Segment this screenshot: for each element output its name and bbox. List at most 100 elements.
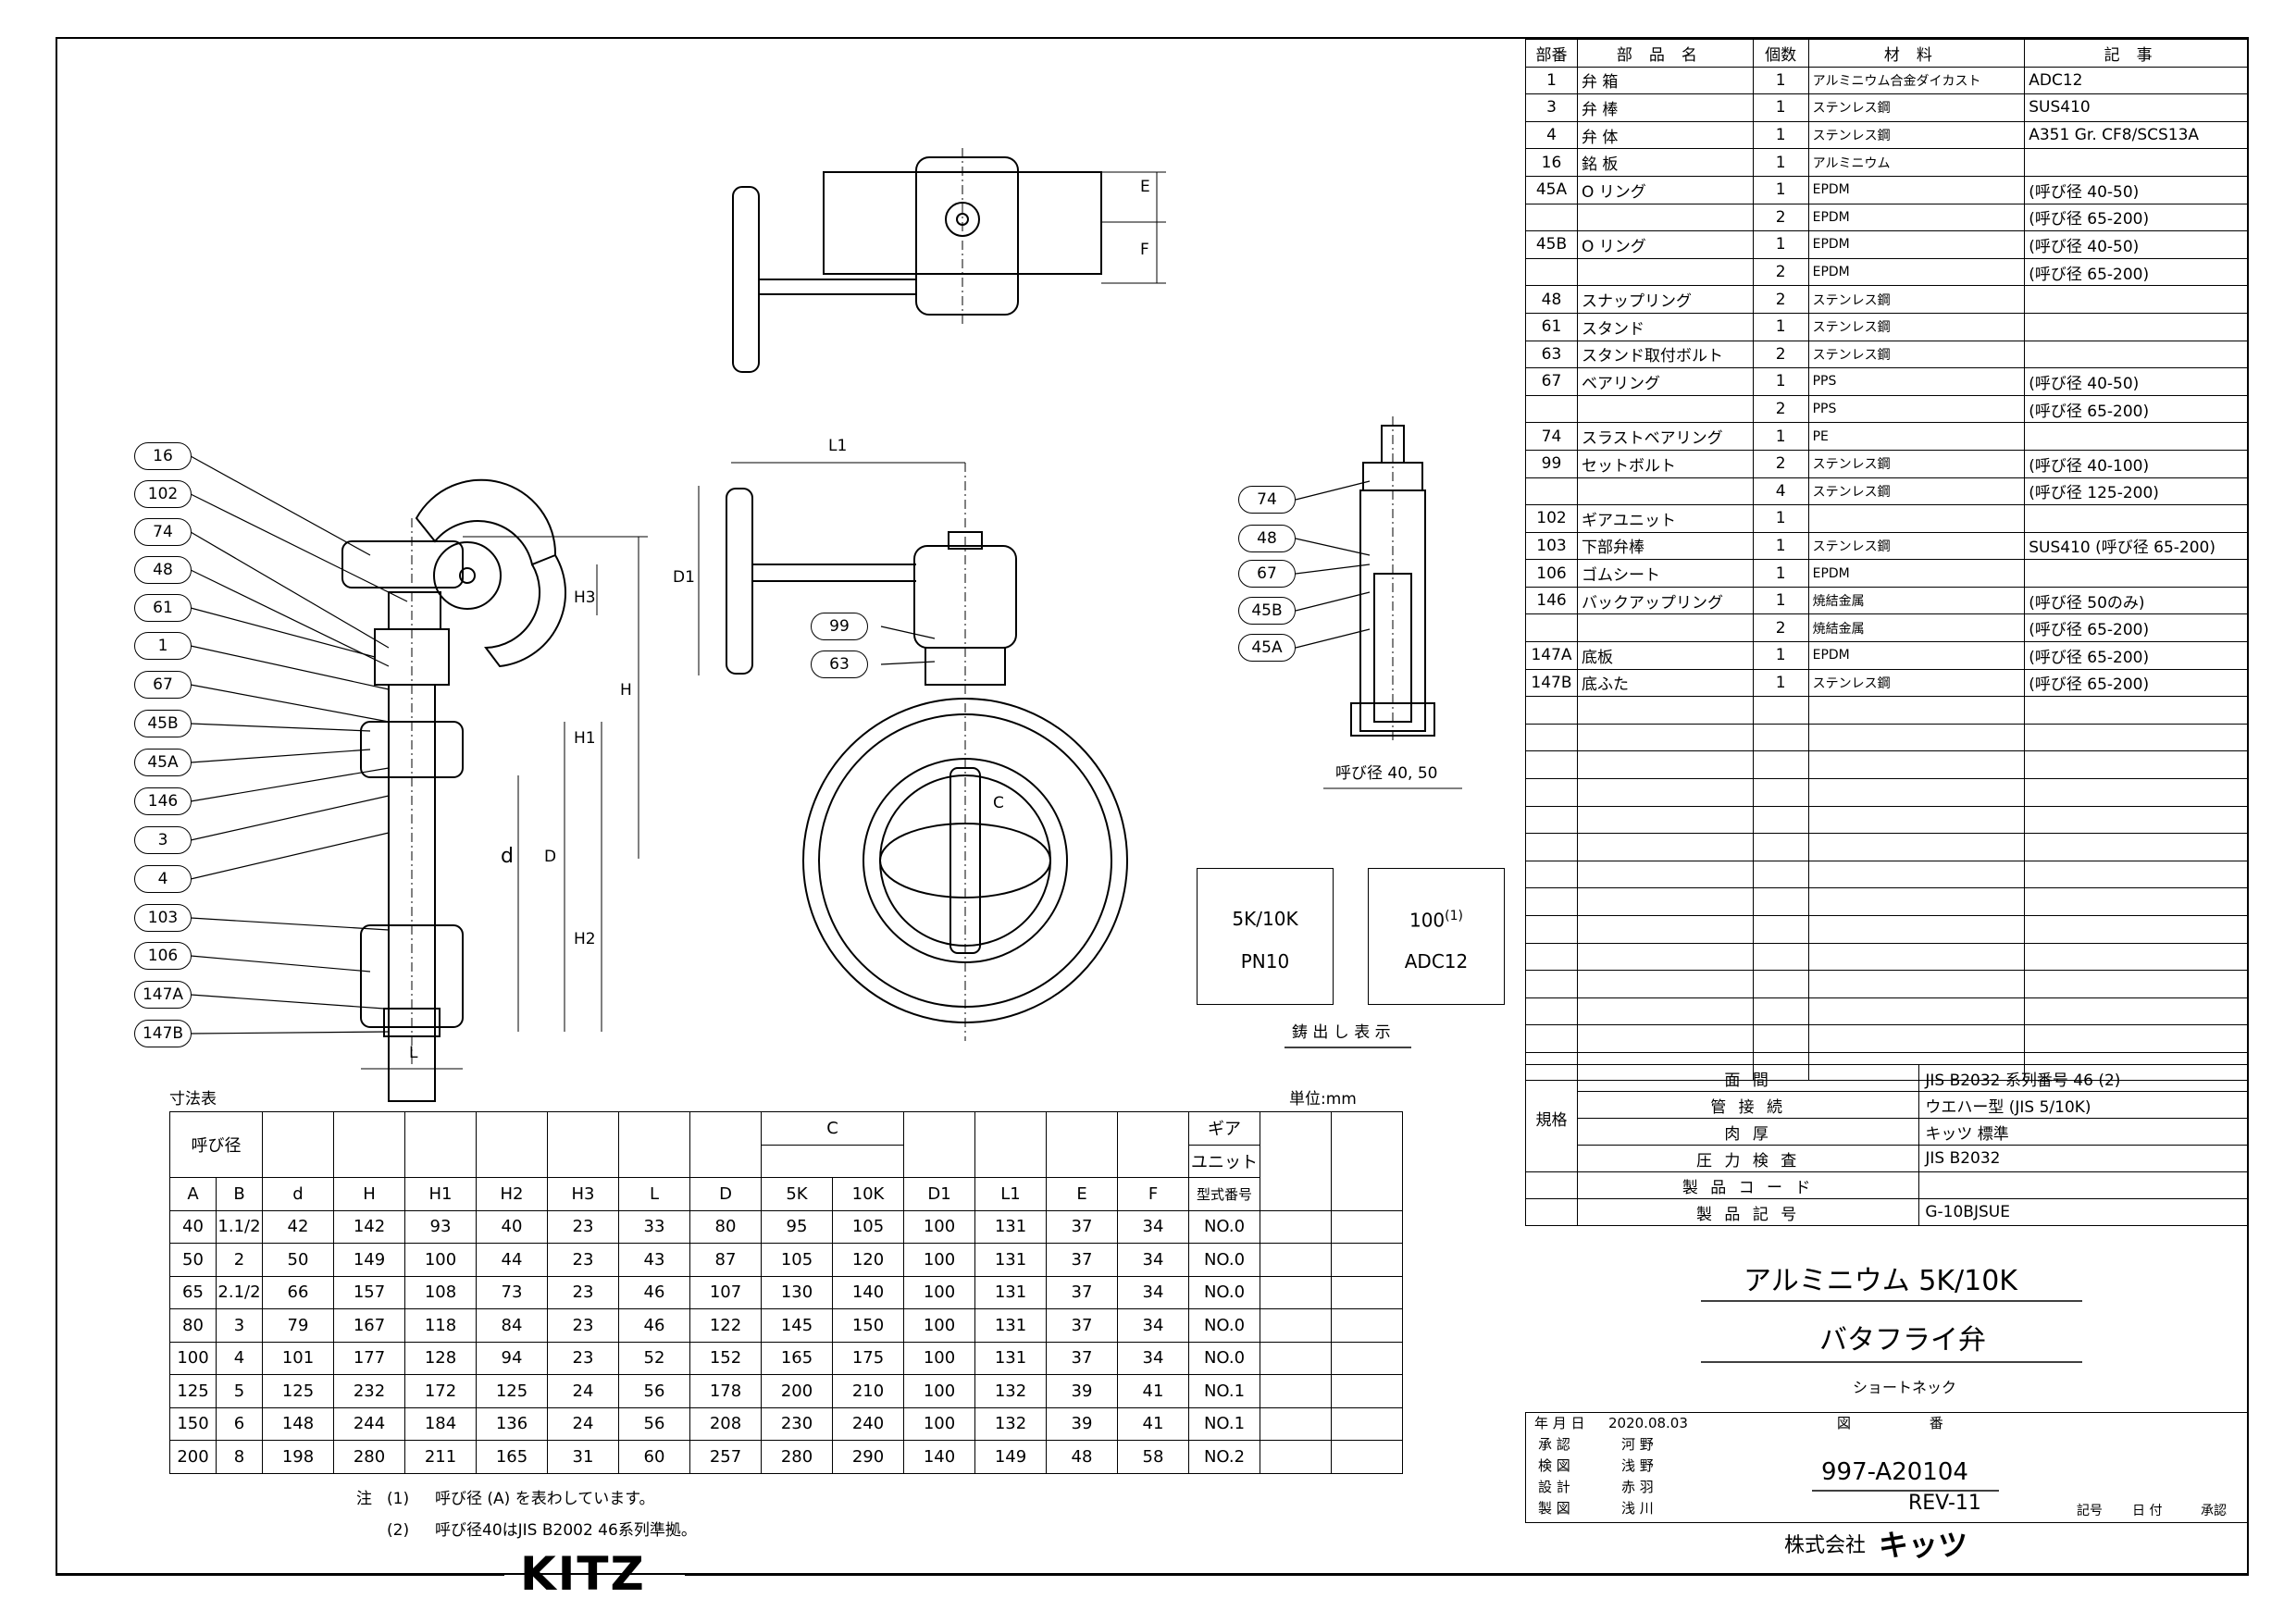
- dim-cell: 157: [333, 1275, 405, 1309]
- parts-cell: ステンレス鋼: [1807, 531, 2026, 561]
- dim-cell: 178: [689, 1374, 762, 1408]
- col-header: H3: [547, 1177, 619, 1211]
- parts-cell: スタンド取付ボルト: [1576, 340, 1754, 369]
- marking-text: PN10: [1240, 950, 1290, 973]
- dim-cell: 131: [974, 1275, 1047, 1309]
- callout-bubble: 45B: [1238, 597, 1296, 625]
- dim-label-H1: H1: [574, 729, 596, 748]
- col-header: d: [262, 1177, 334, 1211]
- col-header: D: [689, 1177, 762, 1211]
- parts-cell: [1807, 778, 2026, 807]
- dim-label-H2: H2: [574, 930, 596, 948]
- marking-caption: 鋳 出 し 表 示: [1292, 1023, 1391, 1042]
- dim-label-D: D: [544, 848, 557, 866]
- role: 検 図: [1538, 1457, 1570, 1474]
- dim-cell: 230: [761, 1406, 833, 1441]
- dim-cell: 100: [903, 1308, 975, 1343]
- dim-cell: 60: [618, 1440, 690, 1474]
- callout-bubble: 3: [134, 826, 192, 854]
- dim-cell: 37: [1046, 1341, 1118, 1375]
- col-header: H1: [404, 1177, 477, 1211]
- dim-cell: 244: [333, 1406, 405, 1441]
- dim-cell: 200: [169, 1440, 217, 1474]
- note-num: (2): [387, 1521, 410, 1540]
- dim-cell-empty: [1260, 1243, 1332, 1277]
- dim-cell: 198: [262, 1440, 334, 1474]
- spec-group-label: 規格: [1525, 1064, 1578, 1172]
- parts-cell: 焼結金属: [1807, 613, 2026, 643]
- parts-cell: EPDM: [1807, 175, 2026, 204]
- parts-cell: 61: [1525, 312, 1578, 341]
- dim-cell-empty: [1331, 1406, 1403, 1441]
- callout-bubble: 63: [811, 650, 868, 678]
- dim-cell: 101: [262, 1341, 334, 1375]
- dim-cell: 128: [404, 1341, 477, 1375]
- parts-cell: [2024, 970, 2249, 998]
- spec-label: 肉 厚: [1576, 1118, 1920, 1146]
- parts-cell: EPDM: [1807, 257, 2026, 287]
- parts-cell: アルミニウム: [1807, 148, 2026, 177]
- date: 2020.08.03: [1608, 1415, 1688, 1431]
- dim-label-C: C: [993, 794, 1004, 812]
- parts-cell: EPDM: [1807, 230, 2026, 259]
- dim-cell: 41: [1117, 1374, 1189, 1408]
- parts-cell: [1576, 860, 1754, 889]
- parts-cell: [2024, 422, 2249, 451]
- dim-cell-empty: [1331, 1243, 1403, 1277]
- dim-cell: 100: [903, 1209, 975, 1244]
- dim-cell: 80: [169, 1308, 217, 1343]
- parts-cell: スタンド: [1576, 312, 1754, 341]
- parts-cell: 45A: [1525, 175, 1578, 204]
- dim-cell: 100: [903, 1243, 975, 1277]
- parts-cell: [1525, 942, 1578, 972]
- parts-cell: [1576, 942, 1754, 972]
- note-text: 呼び径40はJIS B2002 46系列準拠。: [435, 1521, 697, 1540]
- parts-cell: SUS410: [2024, 93, 2249, 122]
- leader-lines: [190, 455, 1371, 1035]
- parts-cell: 63: [1525, 340, 1578, 369]
- dim-cell: 34: [1117, 1275, 1189, 1309]
- parts-cell: [1525, 997, 1578, 1026]
- parts-cell: ステンレス鋼: [1807, 312, 2026, 341]
- parts-row: [1525, 778, 2249, 807]
- parts-cell: アルミニウム合金ダイカスト: [1807, 66, 2026, 95]
- parts-cell: [2024, 340, 2249, 369]
- parts-cell: [1525, 1024, 1578, 1053]
- parts-cell: [1525, 696, 1578, 725]
- dim-label-L: L: [409, 1044, 418, 1062]
- dim-cell: 148: [262, 1406, 334, 1441]
- parts-cell: 1: [1752, 367, 1809, 396]
- parts-row: [1525, 860, 2249, 889]
- parts-cell: [2024, 504, 2249, 533]
- dim-cell: 34: [1117, 1243, 1189, 1277]
- parts-row: [1525, 833, 2249, 861]
- col-header: B: [216, 1177, 263, 1211]
- dim-cell: 37: [1046, 1243, 1118, 1277]
- dim-cell: NO.1: [1188, 1374, 1260, 1408]
- parts-cell: 銘 板: [1576, 148, 1754, 177]
- parts-cell: [1752, 970, 1809, 998]
- dim-cell: 73: [476, 1275, 548, 1309]
- parts-cell: [1576, 696, 1754, 725]
- parts-cell: [1525, 970, 1578, 998]
- dim-cell: 240: [832, 1406, 904, 1441]
- col-header: E: [1046, 1177, 1118, 1211]
- dim-cell: 132: [974, 1406, 1047, 1441]
- callout-bubble: 45A: [1238, 634, 1296, 662]
- parts-cell: 4: [1752, 477, 1809, 506]
- parts-cell: [2024, 750, 2249, 780]
- parts-cell: [1752, 942, 1809, 972]
- parts-cell: [1576, 970, 1754, 998]
- parts-cell: 1: [1752, 559, 1809, 588]
- dim-cell: 87: [689, 1243, 762, 1277]
- col-header: D1: [903, 1177, 975, 1211]
- company: 株式会社: [1784, 1534, 1867, 1557]
- parts-cell: [2024, 696, 2249, 725]
- parts-header: 記事: [2024, 39, 2249, 68]
- parts-cell: [1576, 750, 1754, 780]
- parts-cell: [1525, 203, 1578, 232]
